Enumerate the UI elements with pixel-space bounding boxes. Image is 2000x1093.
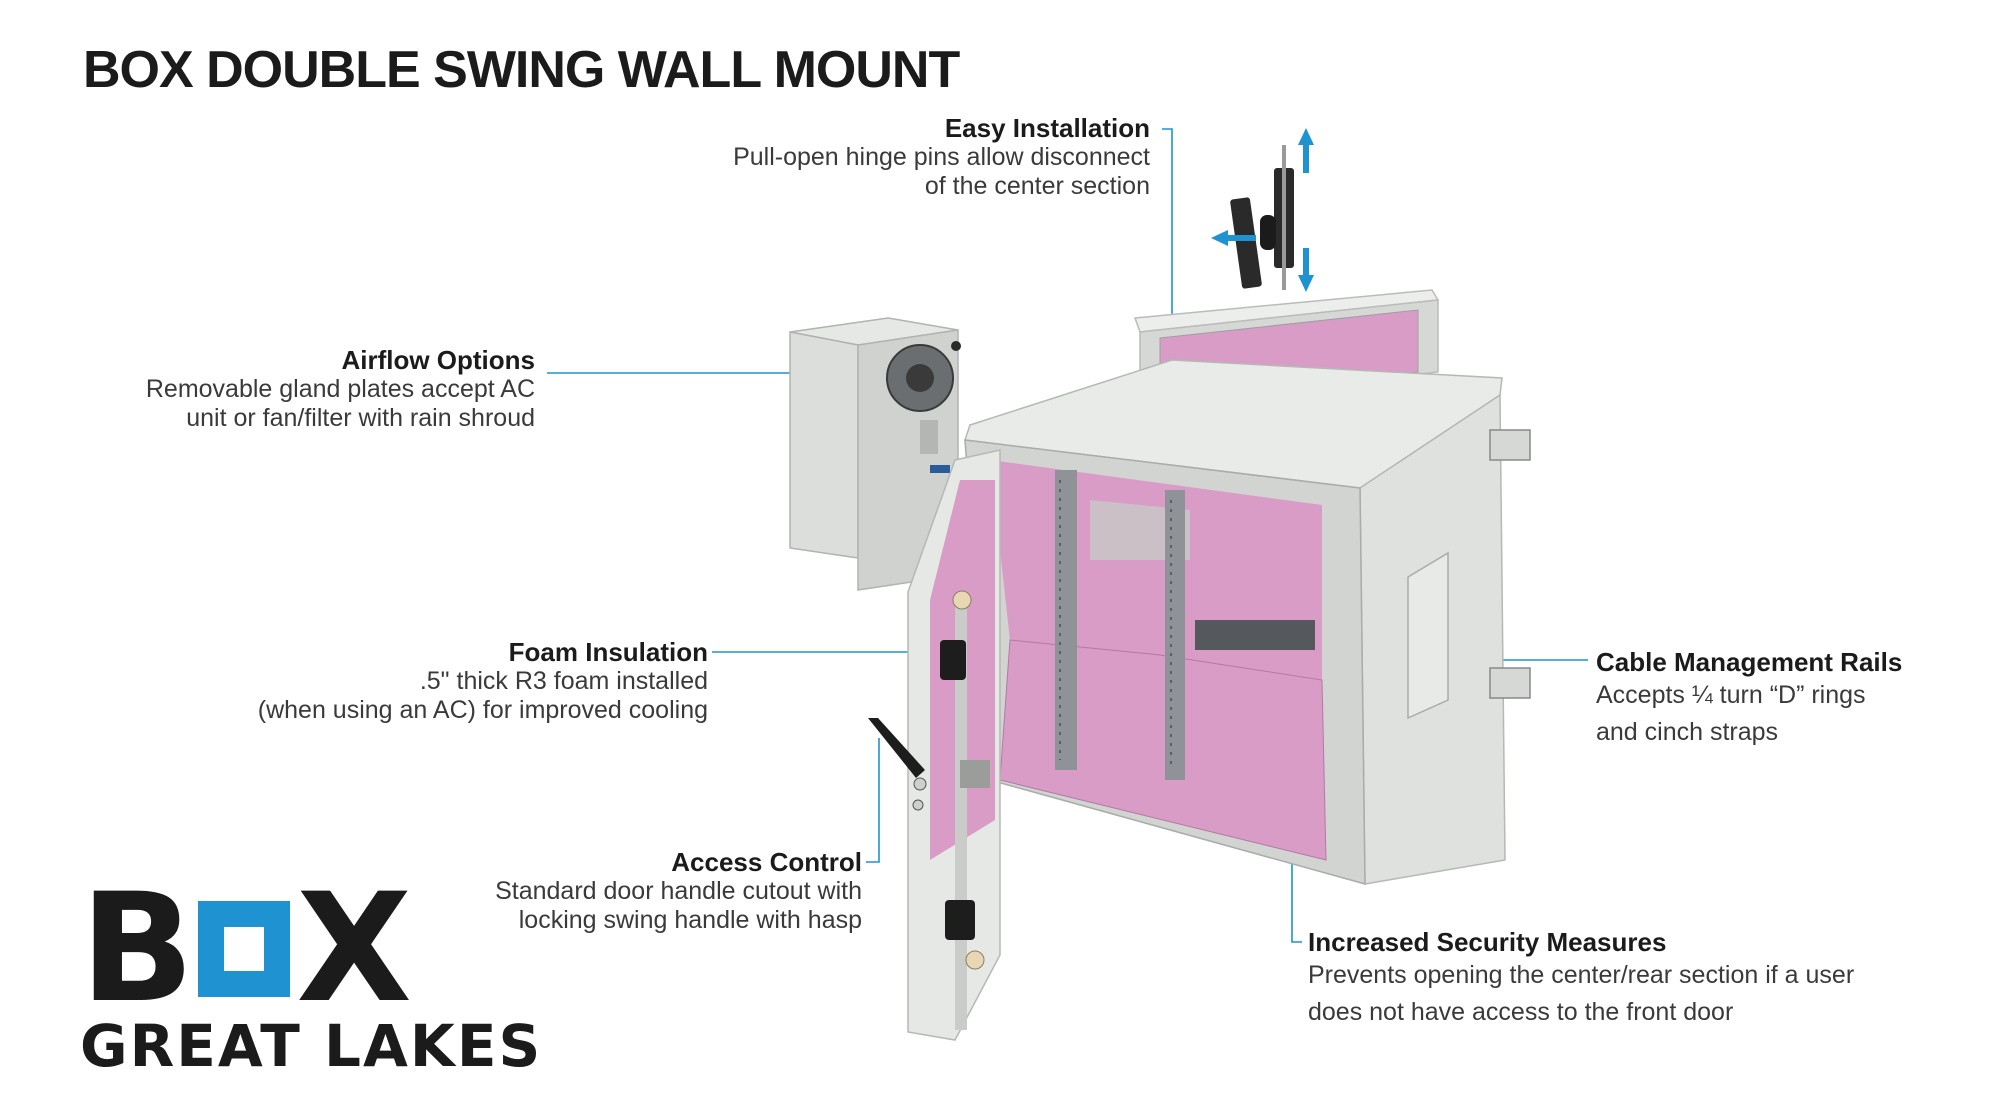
callout-title: Cable Management Rails — [1596, 647, 1903, 677]
callout-cable-management: Cable Management Rails Accepts ¼ turn “D… — [1596, 647, 1903, 750]
logo-subtitle: GREAT LAKES — [80, 1012, 543, 1080]
brand-logo: B X GREAT LAKES — [80, 862, 543, 1080]
callout-title: Foam Insulation — [508, 637, 708, 667]
hinge-detail — [1211, 128, 1314, 292]
logo-letter-x: X — [296, 862, 412, 1036]
callout-title: Access Control — [671, 847, 862, 877]
callout-easy-installation: Easy Installation Pull-open hinge pins a… — [733, 113, 1150, 200]
main-enclosure — [963, 359, 1531, 885]
callout-description: Prevents opening the center/rear section… — [1308, 961, 1855, 1026]
callout-description: Accepts ¼ turn “D” rings and cinch strap… — [1596, 681, 1866, 746]
callout-description: .5" thick R3 foam installed (when using … — [257, 667, 708, 724]
callout-description: Standard door handle cutout with locking… — [495, 877, 862, 934]
callout-access-control: Access Control Standard door handle cuto… — [495, 847, 862, 934]
front-door — [868, 449, 1001, 1041]
callout-description: Pull-open hinge pins allow disconnect of… — [733, 143, 1150, 200]
callout-airflow-options: Airflow Options Removable gland plates a… — [145, 345, 535, 432]
ac-unit — [789, 317, 961, 591]
callout-title: Increased Security Measures — [1308, 927, 1667, 957]
page-title: BOX DOUBLE SWING WALL MOUNT — [83, 41, 960, 99]
logo-letter-b: B — [80, 862, 195, 1036]
callout-description: Removable gland plates accept AC unit or… — [145, 375, 535, 432]
callout-security: Increased Security Measures Prevents ope… — [1308, 927, 1855, 1030]
callout-foam-insulation: Foam Insulation .5" thick R3 foam instal… — [257, 637, 708, 724]
callout-title: Easy Installation — [944, 113, 1150, 143]
callout-title: Airflow Options — [341, 345, 535, 375]
logo-square-o — [198, 901, 291, 997]
